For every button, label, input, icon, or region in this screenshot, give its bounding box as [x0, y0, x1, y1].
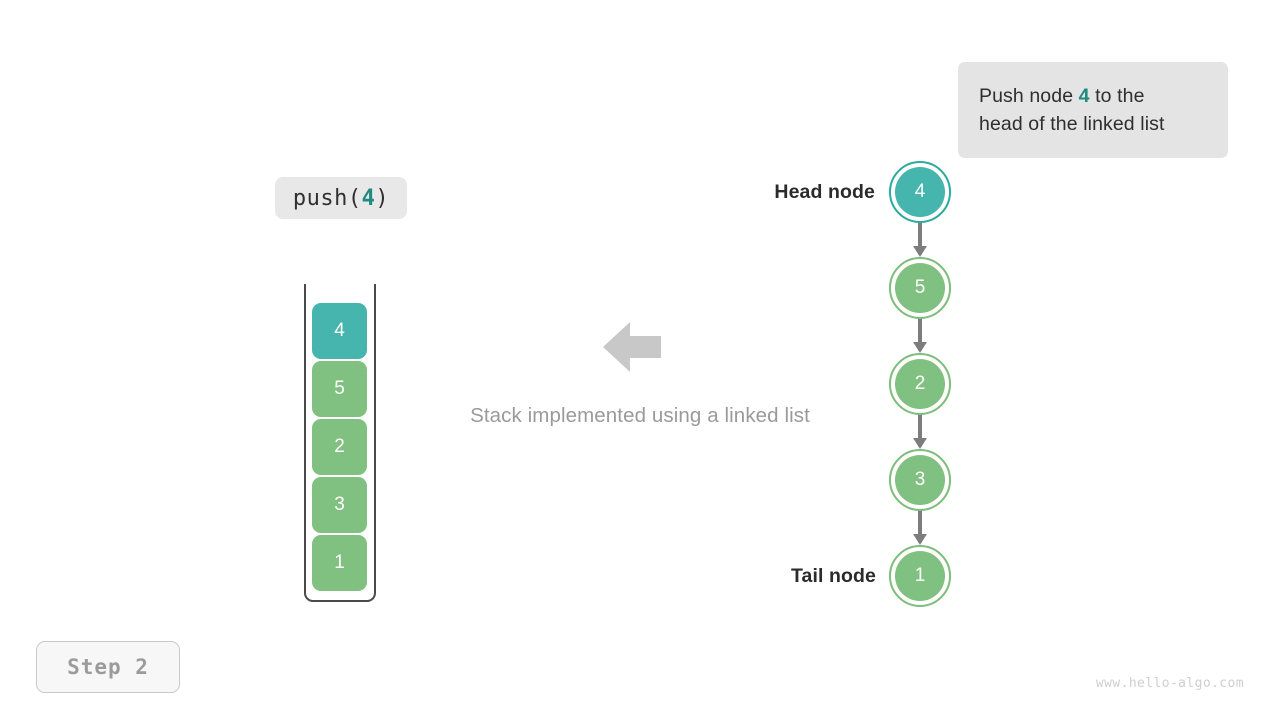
stack-block-list: 4 5 2 3 1 [312, 303, 368, 593]
linked-list-edge [918, 415, 922, 439]
node-fill: 3 [895, 455, 945, 505]
node-value: 2 [914, 373, 926, 394]
linked-list-node: 4 [889, 161, 951, 223]
diagram-caption: Stack implemented using a linked list [470, 404, 810, 427]
linked-list-node: 1 [889, 545, 951, 607]
stack-block: 3 [312, 477, 367, 533]
linked-list-node: 5 [889, 257, 951, 319]
operation-label: push(4) [275, 177, 407, 219]
operation-suffix: ) [375, 185, 390, 211]
linked-list-edge [918, 223, 922, 247]
linked-list-node: 2 [889, 353, 951, 415]
stack-block: 5 [312, 361, 367, 417]
watermark: www.hello-algo.com [1095, 676, 1244, 691]
stack-block-value: 3 [334, 494, 345, 515]
stack-wall-left [304, 284, 306, 590]
node-value: 5 [914, 277, 926, 298]
node-fill: 4 [895, 167, 945, 217]
node-fill: 5 [895, 263, 945, 313]
operation-prefix: push( [292, 185, 362, 211]
linked-list-node: 3 [889, 449, 951, 511]
linked-list-arrow-icon [913, 246, 927, 257]
linked-list: 4 5 2 3 1 [880, 150, 960, 620]
node-value: 3 [914, 469, 926, 490]
operation-value: 4 [361, 185, 376, 211]
stack-wall-right [374, 284, 376, 590]
node-fill: 2 [895, 359, 945, 409]
callout-highlight-value: 4 [1078, 85, 1090, 107]
stack-block: 4 [312, 303, 367, 359]
tail-node-label: Tail node [790, 565, 876, 587]
linked-list-edge [918, 511, 922, 535]
node-value: 1 [914, 565, 926, 586]
linked-list-arrow-icon [913, 534, 927, 545]
stack-block-value: 1 [334, 552, 345, 573]
callout-line2: head of the linked list [979, 113, 1165, 135]
node-value: 4 [914, 181, 926, 202]
callout-line1-before: Push node [979, 85, 1079, 107]
callout-line1-after: to the [1089, 85, 1145, 107]
stack-block: 1 [312, 535, 367, 591]
linked-list-arrow-icon [913, 342, 927, 353]
stack-block: 2 [312, 419, 367, 475]
stack-floor [304, 576, 376, 602]
linked-list-arrow-icon [913, 438, 927, 449]
node-fill: 1 [895, 551, 945, 601]
step-indicator: Step 2 [36, 641, 180, 693]
head-node-label: Head node [774, 181, 875, 203]
stack-block-value: 5 [334, 378, 345, 399]
stack-block-value: 4 [334, 320, 345, 341]
stack-container: 4 5 2 3 1 [304, 284, 376, 602]
stack-block-value: 2 [334, 436, 345, 457]
linked-list-edge [918, 319, 922, 343]
transform-arrow-icon [603, 318, 661, 376]
callout-box: Push node 4 to the head of the linked li… [958, 62, 1228, 158]
